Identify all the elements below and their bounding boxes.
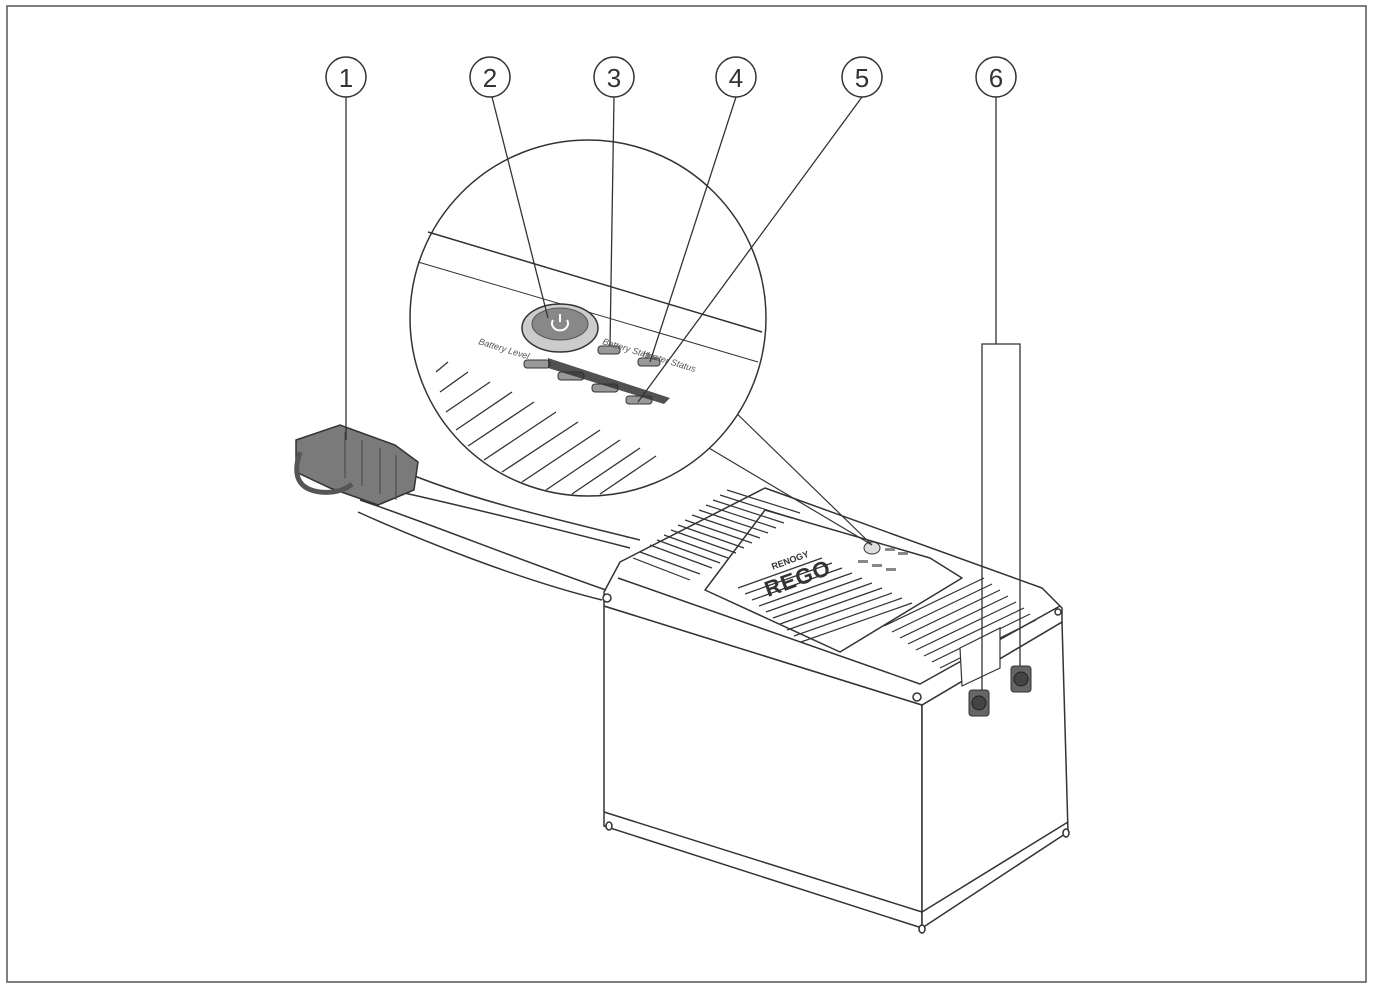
lid-vents-right: [883, 577, 1037, 669]
power-button: [531, 307, 589, 341]
diagram-frame: [6, 5, 1367, 983]
lid-control-panel: [858, 541, 908, 571]
callout-3: 3: [593, 56, 635, 98]
lid-boss: [912, 692, 922, 702]
magnified-vents: [435, 361, 657, 495]
callout-2-label: 2: [483, 63, 497, 93]
callout-5-label: 5: [855, 63, 869, 93]
callout-1: 1: [325, 56, 367, 98]
led-shadow-band: [548, 358, 670, 404]
lid-vents-center: [737, 557, 913, 643]
lid-boss: [602, 593, 612, 603]
cables: [357, 469, 641, 601]
side-handle-recess: [959, 627, 1001, 687]
magnified-panel: Battery Status Heater Status Battery Lev…: [409, 139, 873, 546]
side-port-right: [1010, 665, 1032, 693]
callout-3-label: 3: [607, 63, 621, 93]
side-port-left: [968, 689, 990, 717]
callout-5: 5: [841, 56, 883, 98]
battery-status-led: [597, 345, 621, 355]
callout-markers: 1 2 3 4 5 6: [325, 56, 1017, 98]
anderson-connector: [294, 424, 419, 506]
battery-level-led-1: [523, 359, 551, 369]
battery-foot: [605, 821, 613, 831]
lid-boss: [1054, 608, 1062, 616]
battery-foot: [1062, 828, 1070, 838]
battery-base-lip: [603, 811, 1069, 913]
callout-1-label: 1: [339, 63, 353, 93]
callout-6-label: 6: [989, 63, 1003, 93]
lid-center-panel: [704, 509, 963, 653]
leader-lines: [345, 96, 1021, 690]
power-icon: [551, 319, 569, 332]
battery-foot: [918, 924, 926, 934]
heater-status-led: [637, 357, 661, 367]
lid-vents-left: [632, 489, 801, 581]
callout-4: 4: [715, 56, 757, 98]
battery-body: [603, 605, 1070, 934]
callout-4-label: 4: [729, 63, 743, 93]
callout-2: 2: [469, 56, 511, 98]
callout-6: 6: [975, 56, 1017, 98]
